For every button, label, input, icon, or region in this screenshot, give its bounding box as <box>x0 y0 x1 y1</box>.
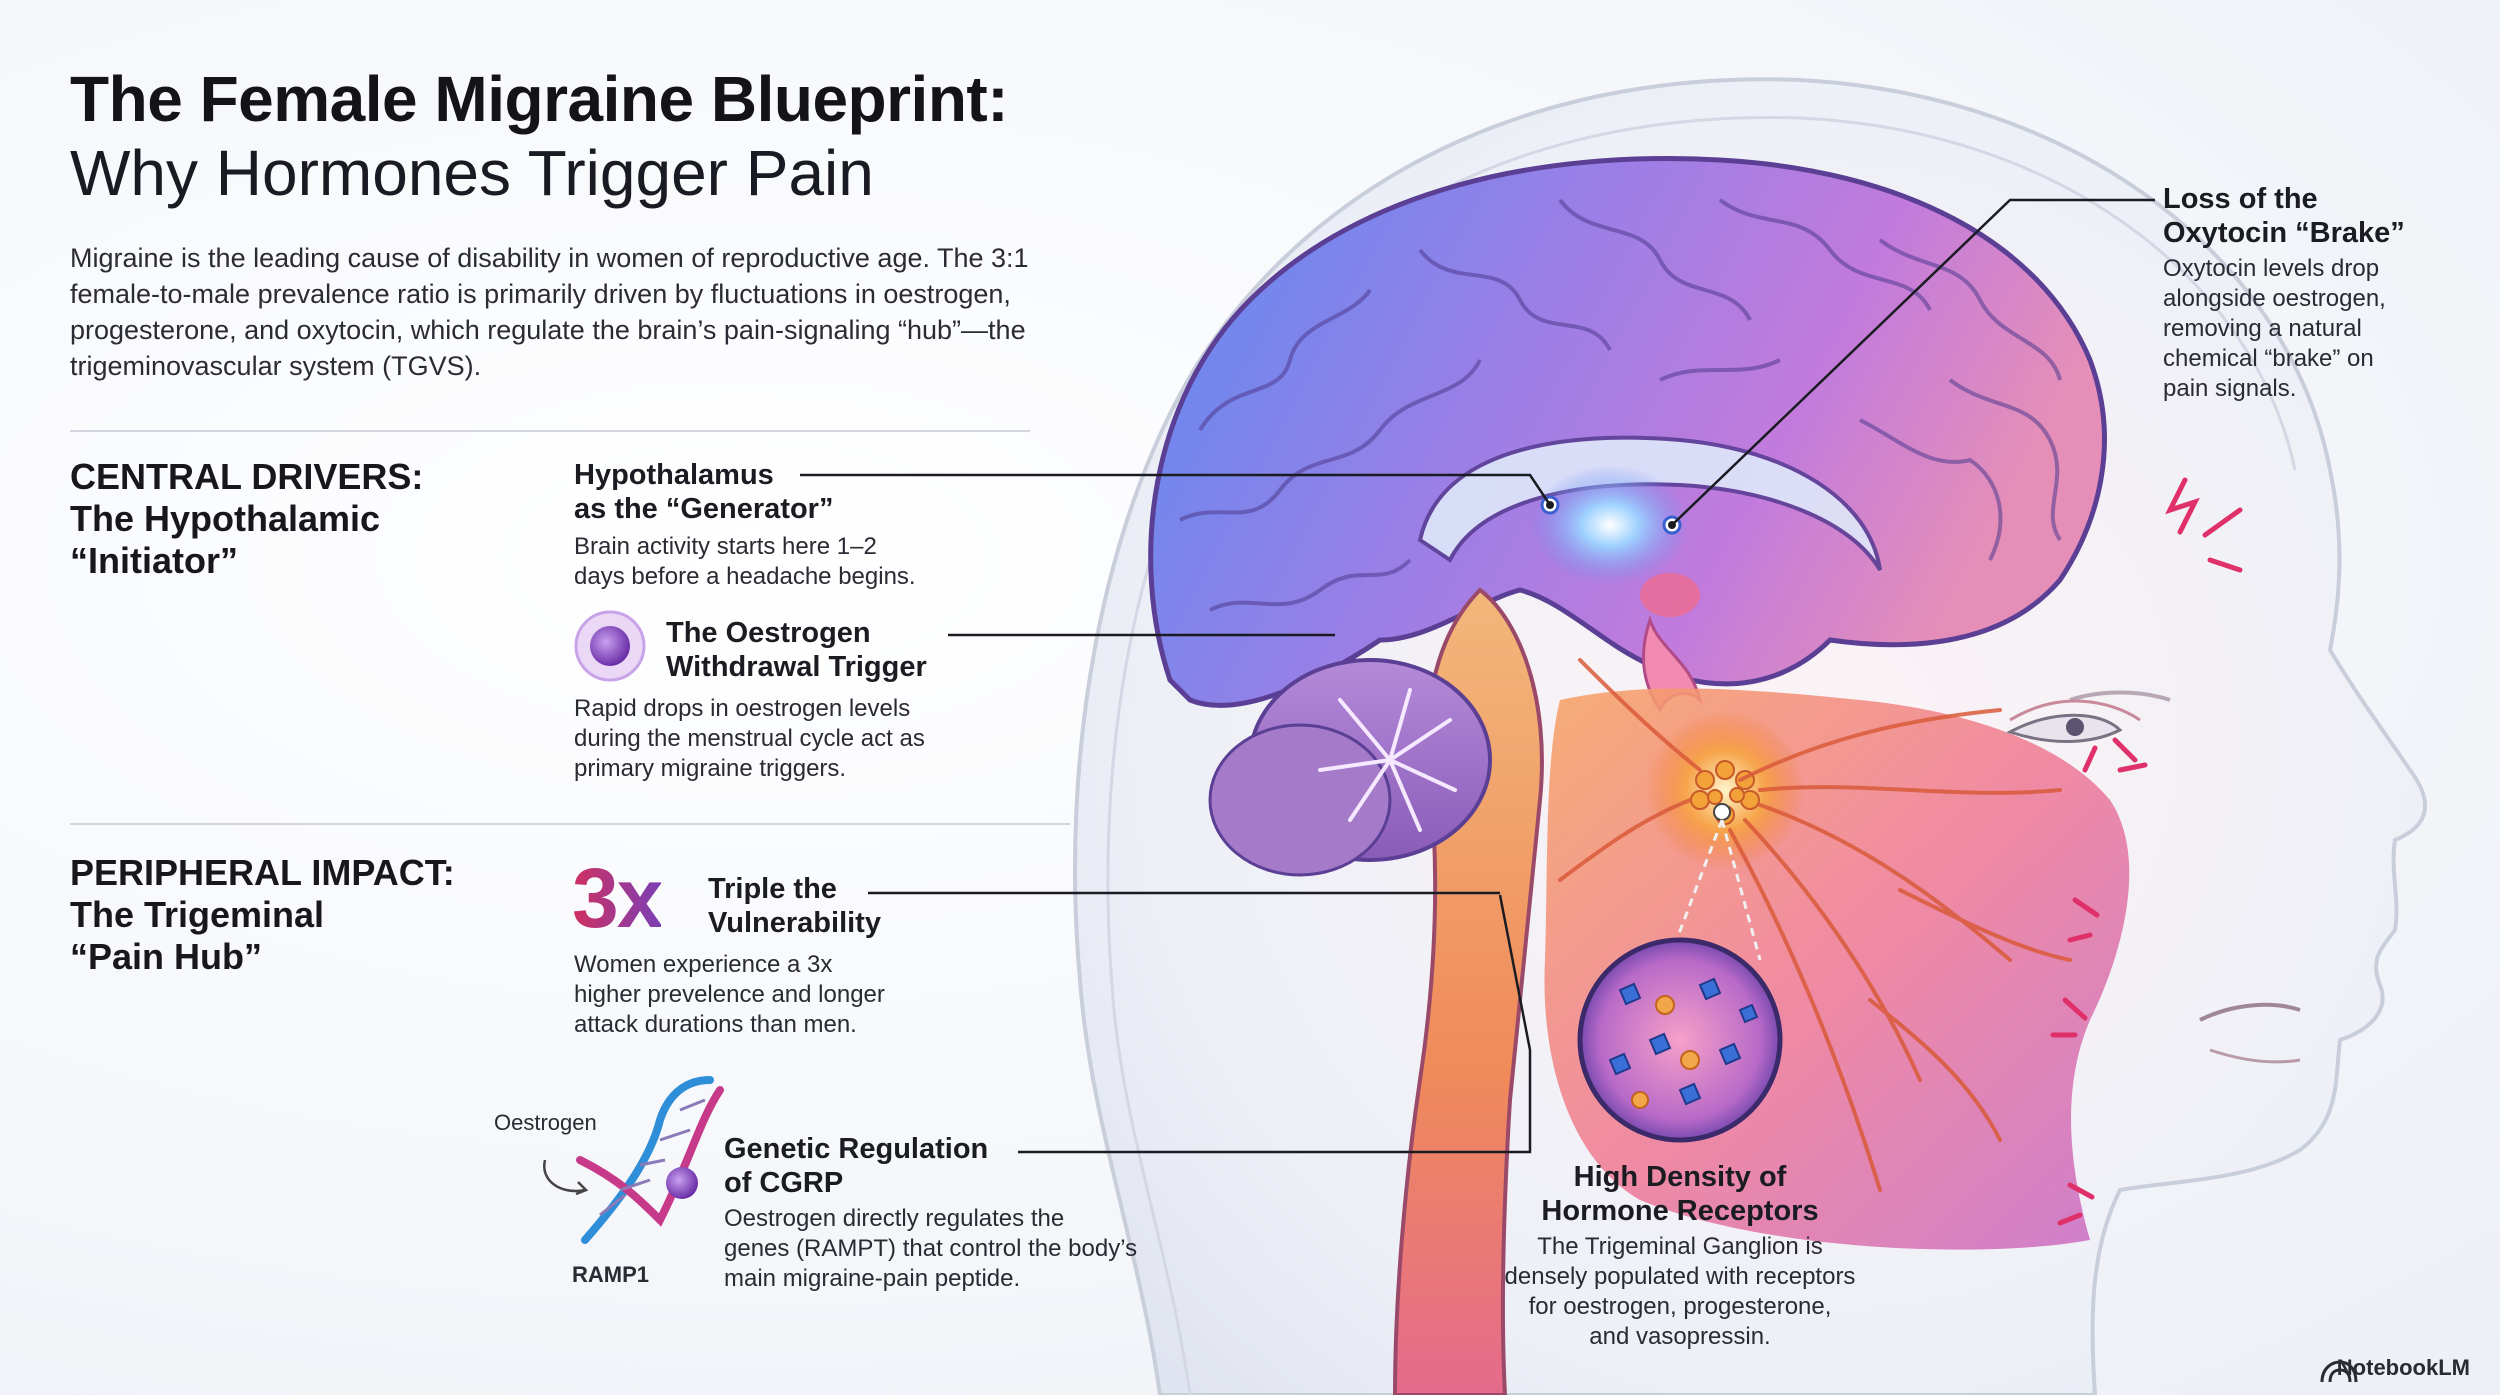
callout-hormone-receptors: High Density of Hormone Receptors The Tr… <box>1480 1160 1880 1352</box>
section-central-line3: “Initiator” <box>70 540 238 581</box>
dna-label-ramp1: RAMP1 <box>572 1262 650 1287</box>
section-central-line2: The Hypothalamic <box>70 498 381 539</box>
receptors-body-4: and vasopressin. <box>1589 1323 1771 1350</box>
hypothalamus-body-2: days before a headache begins. <box>574 563 916 590</box>
triple-body: Women experience a 3x higher prevelence … <box>574 950 885 1040</box>
stat-3x: 3x <box>572 851 663 945</box>
receptors-body-2: densely populated with receptors <box>1504 1263 1856 1290</box>
notebooklm-logo-icon <box>2320 1360 2358 1383</box>
section-peripheral-line1: PERIPHERAL IMPACT: <box>70 852 455 893</box>
receptors-title-1: High Density of <box>1573 1161 1787 1193</box>
triple-body-3: attack durations than men. <box>574 1011 857 1038</box>
receptors-title-2: Hormone Receptors <box>1541 1195 1819 1227</box>
oestrogen-body-3: primary migraine triggers. <box>574 755 847 782</box>
oxytocin-body-1: Oxytocin levels drop <box>2163 255 2380 282</box>
triple-body-2: higher prevelence and longer <box>574 981 885 1008</box>
page-title: The Female Migraine Blueprint: <box>70 63 1009 135</box>
hypothalamus-title-2: as the “Generator” <box>574 493 834 525</box>
genetic-title-1: Genetic Regulation <box>724 1133 989 1165</box>
dna-helix-icon <box>542 1076 724 1244</box>
oestrogen-body-1: Rapid drops in oestrogen levels <box>574 695 911 722</box>
hypothalamus-body-1: Brain activity starts here 1–2 <box>574 533 877 560</box>
receptors-body-3: for oestrogen, progesterone, <box>1528 1293 1832 1320</box>
oxytocin-body-5: pain signals. <box>2163 375 2297 402</box>
oestrogen-body-2: during the menstrual cycle act as <box>574 725 925 752</box>
hypothalamus-title-1: Hypothalamus <box>574 459 774 491</box>
cerebrum <box>1148 156 2107 708</box>
section-central-drivers: CENTRAL DRIVERS: The Hypothalamic “Initi… <box>70 456 423 582</box>
genetic-title-2: of CGRP <box>724 1167 844 1199</box>
section-peripheral-line3: “Pain Hub” <box>70 936 263 977</box>
oxytocin-title-2: Oxytocin “Brake” <box>2163 217 2405 249</box>
genetic-body-3: main migraine-pain peptide. <box>724 1265 1021 1292</box>
trigeminal-ganglion <box>1645 710 1805 870</box>
triple-title-2: Vulnerability <box>708 907 881 939</box>
oestrogen-title-1: The Oestrogen <box>666 617 871 649</box>
callout-triple-vulnerability: Triple the Vulnerability <box>708 872 881 940</box>
pain-spark-icon <box>2050 477 2243 1226</box>
genetic-body-1: Oestrogen directly regulates the <box>724 1205 1065 1232</box>
callout-oxytocin-brake: Loss of the Oxytocin “Brake” Oxytocin le… <box>2163 182 2405 404</box>
callout-hypothalamus: Hypothalamus as the “Generator” Brain ac… <box>574 458 916 592</box>
receptors-body-1: The Trigeminal Ganglion is <box>1537 1233 1823 1260</box>
triple-body-1: Women experience a 3x <box>574 951 833 978</box>
oxytocin-body-4: chemical “brake” on <box>2163 345 2374 372</box>
oestrogen-molecule-icon <box>574 610 646 682</box>
genetic-body-2: genes (RAMPT) that control the body’s <box>724 1235 1138 1262</box>
callout-genetic-regulation: Genetic Regulation of CGRP Oestrogen dir… <box>724 1132 1137 1294</box>
brand-label: NotebookLM <box>2336 1355 2470 1380</box>
receptor-zoom-circle <box>1577 937 1783 1143</box>
dna-label-oestrogen: Oestrogen <box>494 1110 597 1135</box>
section-central-line1: CENTRAL DRIVERS: <box>70 456 424 497</box>
divider-middle <box>70 823 1070 825</box>
oxytocin-body-3: removing a natural <box>2163 315 2362 342</box>
intro-paragraph: Migraine is the leading cause of disabil… <box>70 243 1029 381</box>
oxytocin-body-2: alongside oestrogen, <box>2163 285 2386 312</box>
oxytocin-title-1: Loss of the <box>2163 183 2318 215</box>
page-subtitle: Why Hormones Trigger Pain <box>70 137 874 209</box>
section-peripheral-impact: PERIPHERAL IMPACT: The Trigeminal “Pain … <box>70 852 455 978</box>
oestrogen-title-2: Withdrawal Trigger <box>666 651 927 683</box>
divider-top <box>70 430 1030 432</box>
section-peripheral-line2: The Trigeminal <box>70 894 325 935</box>
callout-oestrogen-withdrawal: The Oestrogen Withdrawal Trigger Rapid d… <box>574 616 927 784</box>
triple-title-1: Triple the <box>708 873 837 905</box>
